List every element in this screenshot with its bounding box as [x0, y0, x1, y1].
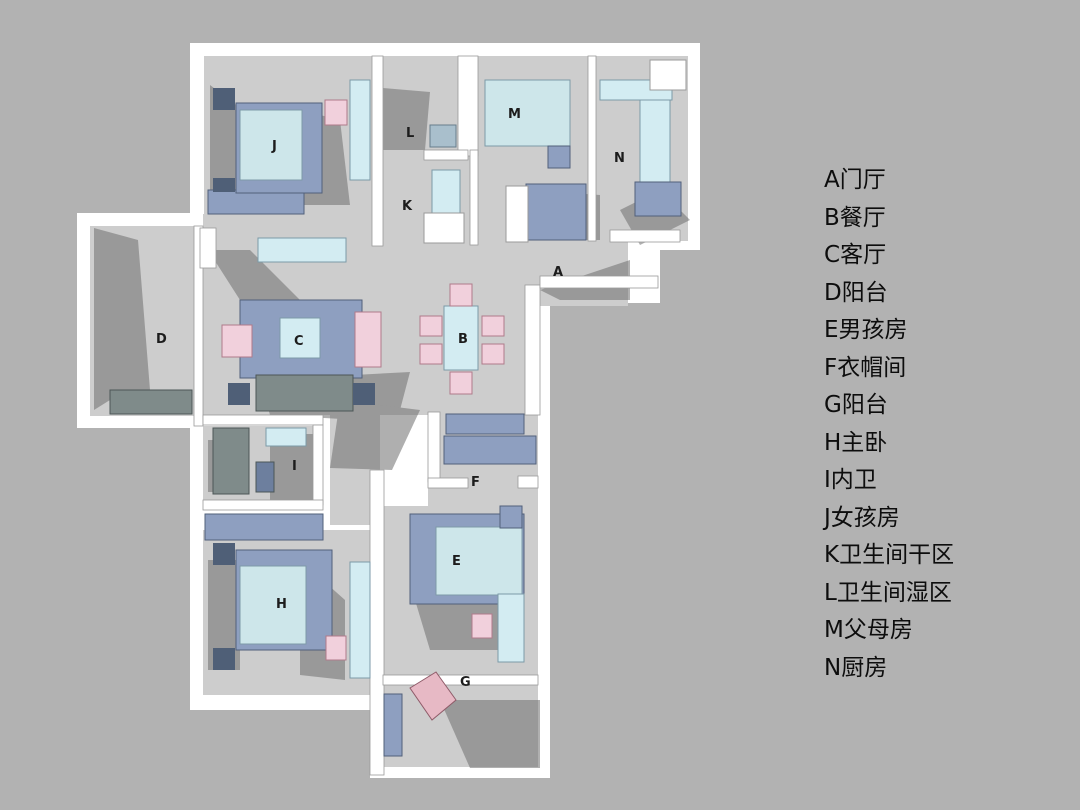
dining-table	[443, 305, 479, 371]
tv-cabinet	[257, 237, 347, 263]
living-furniture	[109, 237, 382, 415]
counter-side	[639, 99, 671, 191]
bathtub	[212, 427, 250, 495]
room-label-i: I	[292, 459, 297, 474]
desk-chair	[324, 99, 348, 126]
room-i-furniture	[212, 427, 307, 495]
legend-item-i: I内卫	[824, 467, 877, 493]
wardrobe	[207, 189, 305, 215]
room-label-d: D	[156, 332, 167, 347]
armchair	[221, 324, 253, 358]
chair	[481, 315, 505, 337]
room-labels: A B C D E F G H I J K L M N	[156, 107, 625, 690]
room-label-h: H	[276, 597, 287, 612]
room-g-furniture	[383, 671, 457, 757]
room-label-l: L	[406, 126, 414, 141]
room-n-furniture	[599, 59, 687, 217]
nightstand	[499, 505, 523, 529]
sofa	[255, 374, 354, 412]
bench	[383, 693, 403, 757]
legend-item-n: N厨房	[824, 654, 888, 681]
side-table	[353, 383, 375, 405]
nightstand	[213, 543, 235, 565]
room-label-j: J	[271, 139, 277, 154]
wardrobe	[445, 413, 525, 435]
room-label-b: B	[458, 332, 468, 347]
legend-item-f: F衣帽间	[824, 354, 907, 381]
legend-item-m: M父母房	[824, 617, 913, 643]
nightstand	[213, 178, 235, 192]
vanity	[265, 427, 307, 447]
bed-mattress	[239, 565, 307, 645]
chair	[481, 343, 505, 365]
bed-mattress	[239, 109, 303, 181]
bed-mattress	[435, 526, 523, 596]
lounge-chair	[409, 671, 457, 721]
legend-item-a: A门厅	[824, 167, 886, 193]
room-label-g: G	[460, 675, 471, 690]
room-f-furniture	[443, 413, 537, 465]
armchair	[354, 311, 382, 368]
balcony-bench	[109, 389, 193, 415]
room-label-c: C	[294, 334, 304, 349]
room-e-furniture	[409, 505, 525, 663]
interior-walls	[193, 55, 681, 776]
legend-item-h: H主卧	[824, 429, 888, 456]
room-label-a: A	[553, 265, 563, 280]
desk	[349, 561, 371, 679]
room-label-f: F	[471, 475, 480, 490]
desk-chair	[325, 635, 347, 661]
room-j-furniture	[207, 79, 371, 215]
desk-chair	[471, 613, 493, 639]
legend: A门厅 B餐厅 C客厅 D阳台 E男孩房 F衣帽间 G阳台 H主卧 I内卫 J女…	[824, 162, 954, 687]
legend-item-j: J女孩房	[824, 504, 900, 531]
desk	[497, 593, 525, 663]
legend-item-b: B餐厅	[824, 204, 886, 231]
coffee-table	[279, 317, 321, 359]
fridge	[634, 181, 682, 217]
chair	[419, 315, 443, 337]
bed-mattress	[484, 79, 571, 147]
legend-item-e: E男孩房	[824, 317, 908, 343]
room-l-furniture	[423, 124, 465, 244]
side-table	[228, 383, 250, 405]
room-label-k: K	[402, 199, 413, 214]
chair	[419, 343, 443, 365]
shower-box	[429, 124, 457, 148]
wardrobe	[443, 435, 537, 465]
room-label-e: E	[452, 554, 461, 569]
room-label-n: N	[614, 151, 625, 166]
chair	[449, 371, 473, 395]
dining-furniture	[419, 283, 505, 395]
legend-item-k: K卫生间干区	[824, 542, 955, 568]
wardrobe	[525, 183, 587, 241]
nightstand	[547, 145, 571, 169]
toilet	[255, 461, 275, 493]
room-m-furniture	[484, 79, 587, 243]
legend-item-c: C客厅	[824, 242, 887, 268]
room-label-m: M	[508, 107, 521, 122]
room-h-furniture	[204, 513, 371, 679]
legend-item-l: L卫生间湿区	[824, 579, 952, 606]
nightstand	[213, 648, 235, 670]
legend-item-g: G阳台	[824, 392, 888, 418]
chair	[449, 283, 473, 307]
desk	[349, 79, 371, 181]
wardrobe	[204, 513, 324, 541]
vanity	[431, 169, 461, 216]
legend-item-d: D阳台	[824, 279, 888, 306]
nightstand	[213, 88, 235, 110]
